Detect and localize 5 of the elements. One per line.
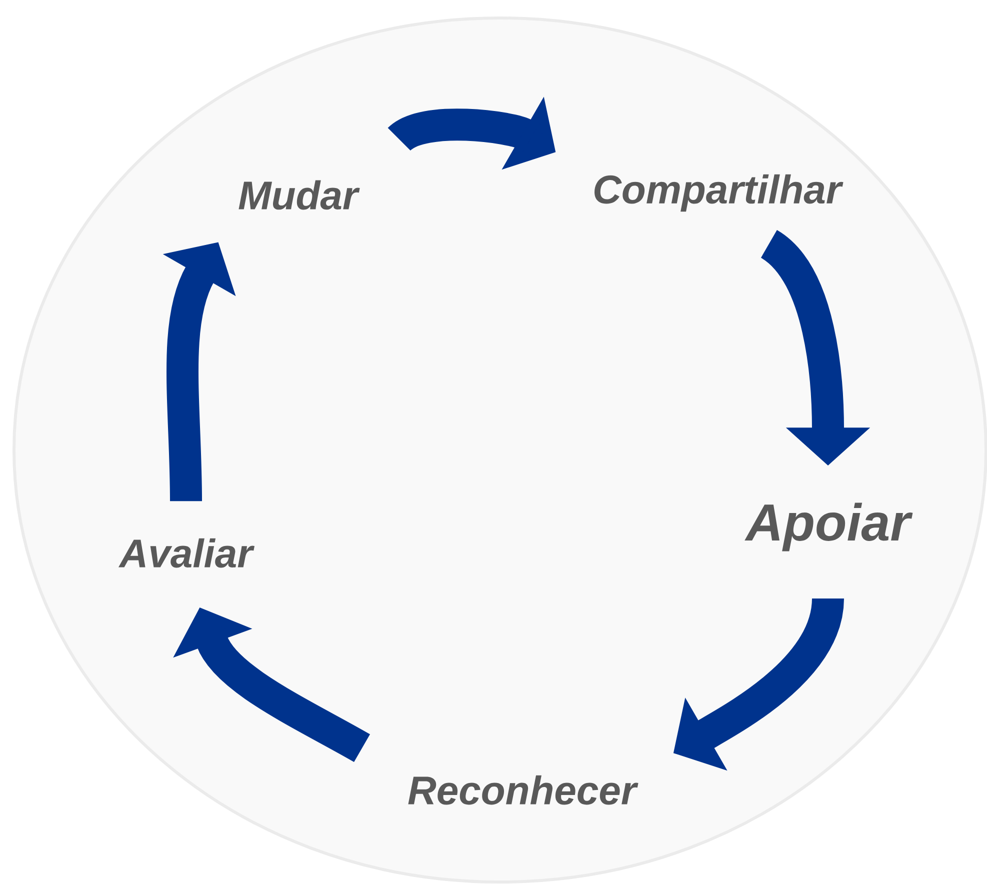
step-label: Avaliar <box>118 538 254 568</box>
step-label: Apoiar <box>744 502 913 552</box>
step-label: Mudar <box>238 180 360 210</box>
step-label: Compartilhar <box>594 174 844 212</box>
step-label: Reconhecer <box>408 775 638 805</box>
